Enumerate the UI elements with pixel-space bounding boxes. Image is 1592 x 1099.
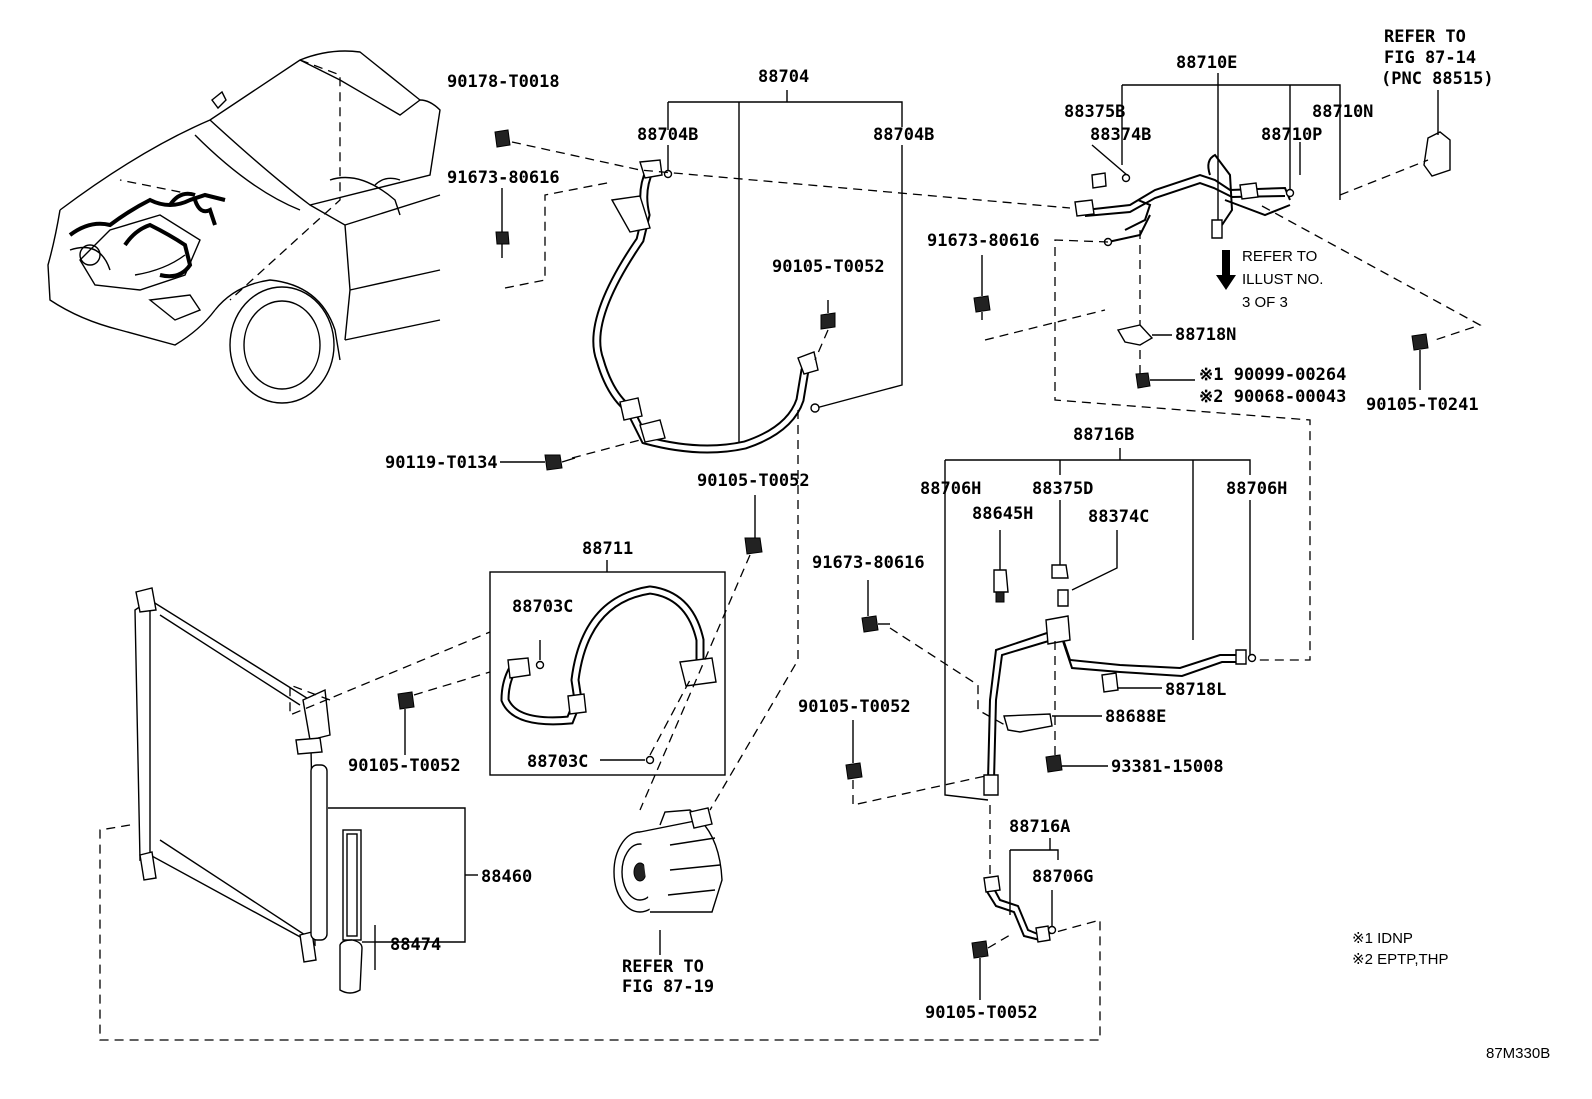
label-88704[interactable]: 88704 — [758, 67, 809, 87]
discharge-hose-88711 — [489, 410, 799, 811]
label-88703C-bottom[interactable]: 88703C — [527, 752, 588, 772]
label-90105-T0052-c[interactable]: 90105-T0052 — [348, 756, 461, 776]
label-refer-illust-line3: 3 OF 3 — [1242, 294, 1288, 311]
label-88710P[interactable]: 88710P — [1261, 125, 1322, 145]
label-90105-T0052-b[interactable]: 90105-T0052 — [697, 471, 810, 491]
label-90105-T0052-d[interactable]: 90105-T0052 — [798, 697, 911, 717]
label-88704B-right[interactable]: 88704B — [873, 125, 934, 145]
vehicle-illustration — [47, 50, 441, 404]
label-refer-fig-87-14-line2[interactable]: FIG 87-14 — [1384, 48, 1476, 68]
label-88710N[interactable]: 88710N — [1312, 102, 1373, 122]
label-91673-80616-c[interactable]: 91673-80616 — [812, 553, 925, 573]
note-eptp-thp: ※2 EPTP,THP — [1352, 951, 1449, 968]
label-90099-00264[interactable]: ※1 90099-00264 — [1199, 365, 1346, 385]
label-90119-T0134[interactable]: 90119-T0134 — [385, 453, 498, 473]
label-refer-fig-87-19-line2[interactable]: FIG 87-19 — [622, 977, 714, 997]
label-refer-illust-line2: ILLUST NO. — [1242, 271, 1323, 288]
label-88704B-left[interactable]: 88704B — [637, 125, 698, 145]
label-refer-fig-87-14-line1: REFER TO — [1384, 27, 1466, 47]
label-88474[interactable]: 88474 — [390, 935, 441, 955]
note-idnp: ※1 IDNP — [1352, 930, 1413, 947]
tube-assembly-88710E — [973, 73, 1482, 661]
label-88375B[interactable]: 88375B — [1064, 102, 1125, 122]
label-90105-T0052-e[interactable]: 90105-T0052 — [925, 1003, 1038, 1023]
label-88710E[interactable]: 88710E — [1176, 53, 1237, 73]
label-88688E[interactable]: 88688E — [1105, 707, 1166, 727]
label-88375D[interactable]: 88375D — [1032, 479, 1093, 499]
label-refer-fig-87-14-line3[interactable]: (PNC 88515) — [1381, 69, 1494, 89]
label-refer-fig-87-19-line1: REFER TO — [622, 957, 704, 977]
label-93381-15008[interactable]: 93381-15008 — [1111, 757, 1224, 777]
hose-assembly-88704 — [494, 90, 1071, 471]
part-labels: 90178-T0018 88704 88704B 88704B 91673-80… — [348, 27, 1550, 1062]
label-88374B[interactable]: 88374B — [1090, 125, 1151, 145]
figure-code: 87M330B — [1486, 1045, 1550, 1062]
label-88718L[interactable]: 88718L — [1165, 680, 1226, 700]
tube-assembly-88716B — [845, 448, 1257, 1000]
label-88374C[interactable]: 88374C — [1088, 507, 1149, 527]
label-90105-T0052-a[interactable]: 90105-T0052 — [772, 257, 885, 277]
label-88716B[interactable]: 88716B — [1073, 425, 1134, 445]
label-90178-T0018[interactable]: 90178-T0018 — [447, 72, 560, 92]
label-88716A[interactable]: 88716A — [1009, 817, 1070, 837]
label-88645H[interactable]: 88645H — [972, 504, 1033, 524]
label-90105-T0241[interactable]: 90105-T0241 — [1366, 395, 1479, 415]
label-88706G[interactable]: 88706G — [1032, 867, 1093, 887]
label-88460[interactable]: 88460 — [481, 867, 532, 887]
label-91673-80616-a[interactable]: 91673-80616 — [447, 168, 560, 188]
label-88706H-left[interactable]: 88706H — [920, 479, 981, 499]
label-88718N[interactable]: 88718N — [1175, 325, 1236, 345]
condenser — [99, 587, 1101, 1041]
label-refer-illust-line1: REFER TO — [1242, 248, 1317, 265]
compressor — [613, 807, 723, 955]
label-90068-00043[interactable]: ※2 90068-00043 — [1199, 387, 1346, 407]
label-88706H-right[interactable]: 88706H — [1226, 479, 1287, 499]
label-91673-80616-b[interactable]: 91673-80616 — [927, 231, 1040, 251]
label-88703C-top[interactable]: 88703C — [512, 597, 573, 617]
label-88711[interactable]: 88711 — [582, 539, 633, 559]
